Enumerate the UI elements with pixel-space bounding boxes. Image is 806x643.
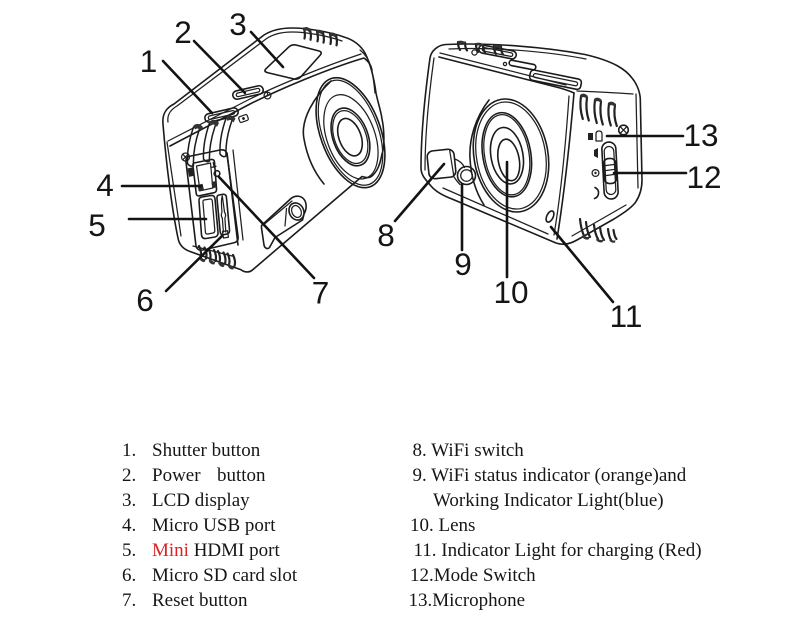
svg-text:13.Microphone: 13.Microphone: [409, 590, 526, 611]
svg-text:10: 10: [493, 274, 528, 310]
svg-text:8. WiFi switch: 8. WiFi switch: [413, 440, 525, 461]
svg-text:8: 8: [377, 217, 395, 253]
svg-text:13: 13: [683, 117, 718, 153]
svg-text:7: 7: [312, 275, 330, 311]
svg-text:11: 11: [610, 298, 643, 334]
svg-text:12: 12: [686, 159, 721, 195]
svg-text:Mini HDMI port: Mini HDMI port: [152, 540, 280, 561]
svg-text:Micro USB port: Micro USB port: [152, 515, 276, 536]
svg-text:2.: 2.: [122, 465, 136, 486]
svg-text:1: 1: [140, 43, 158, 79]
svg-text:button: button: [217, 465, 266, 486]
svg-text:9: 9: [454, 246, 472, 282]
svg-text:3: 3: [229, 6, 247, 42]
svg-text:1.: 1.: [122, 440, 136, 461]
svg-text:3.: 3.: [122, 490, 136, 511]
svg-text:4.: 4.: [122, 515, 136, 536]
svg-text:Working Indicator Light(blue): Working Indicator Light(blue): [433, 490, 664, 511]
svg-text:6.: 6.: [122, 565, 136, 586]
svg-text:Micro SD card slot: Micro SD card slot: [152, 565, 298, 586]
svg-text:7.: 7.: [122, 590, 136, 611]
svg-text:LCD display: LCD display: [152, 490, 250, 511]
svg-text:5.: 5.: [122, 540, 136, 561]
svg-text:4: 4: [96, 167, 114, 203]
svg-text:Power: Power: [152, 465, 201, 486]
svg-text:6: 6: [136, 282, 154, 318]
svg-text:2: 2: [174, 14, 192, 50]
svg-text:11. Indicator Light for chargi: 11. Indicator Light for charging (Red): [414, 540, 702, 561]
svg-text:10. Lens: 10. Lens: [410, 515, 475, 536]
svg-text:Shutter button: Shutter button: [152, 440, 261, 461]
svg-text:9. WiFi status indicator (oran: 9. WiFi status indicator (orange)and: [413, 465, 687, 486]
svg-text:5: 5: [88, 207, 106, 243]
svg-text:12.Mode Switch: 12.Mode Switch: [410, 565, 536, 586]
svg-text:Reset button: Reset button: [152, 590, 248, 611]
